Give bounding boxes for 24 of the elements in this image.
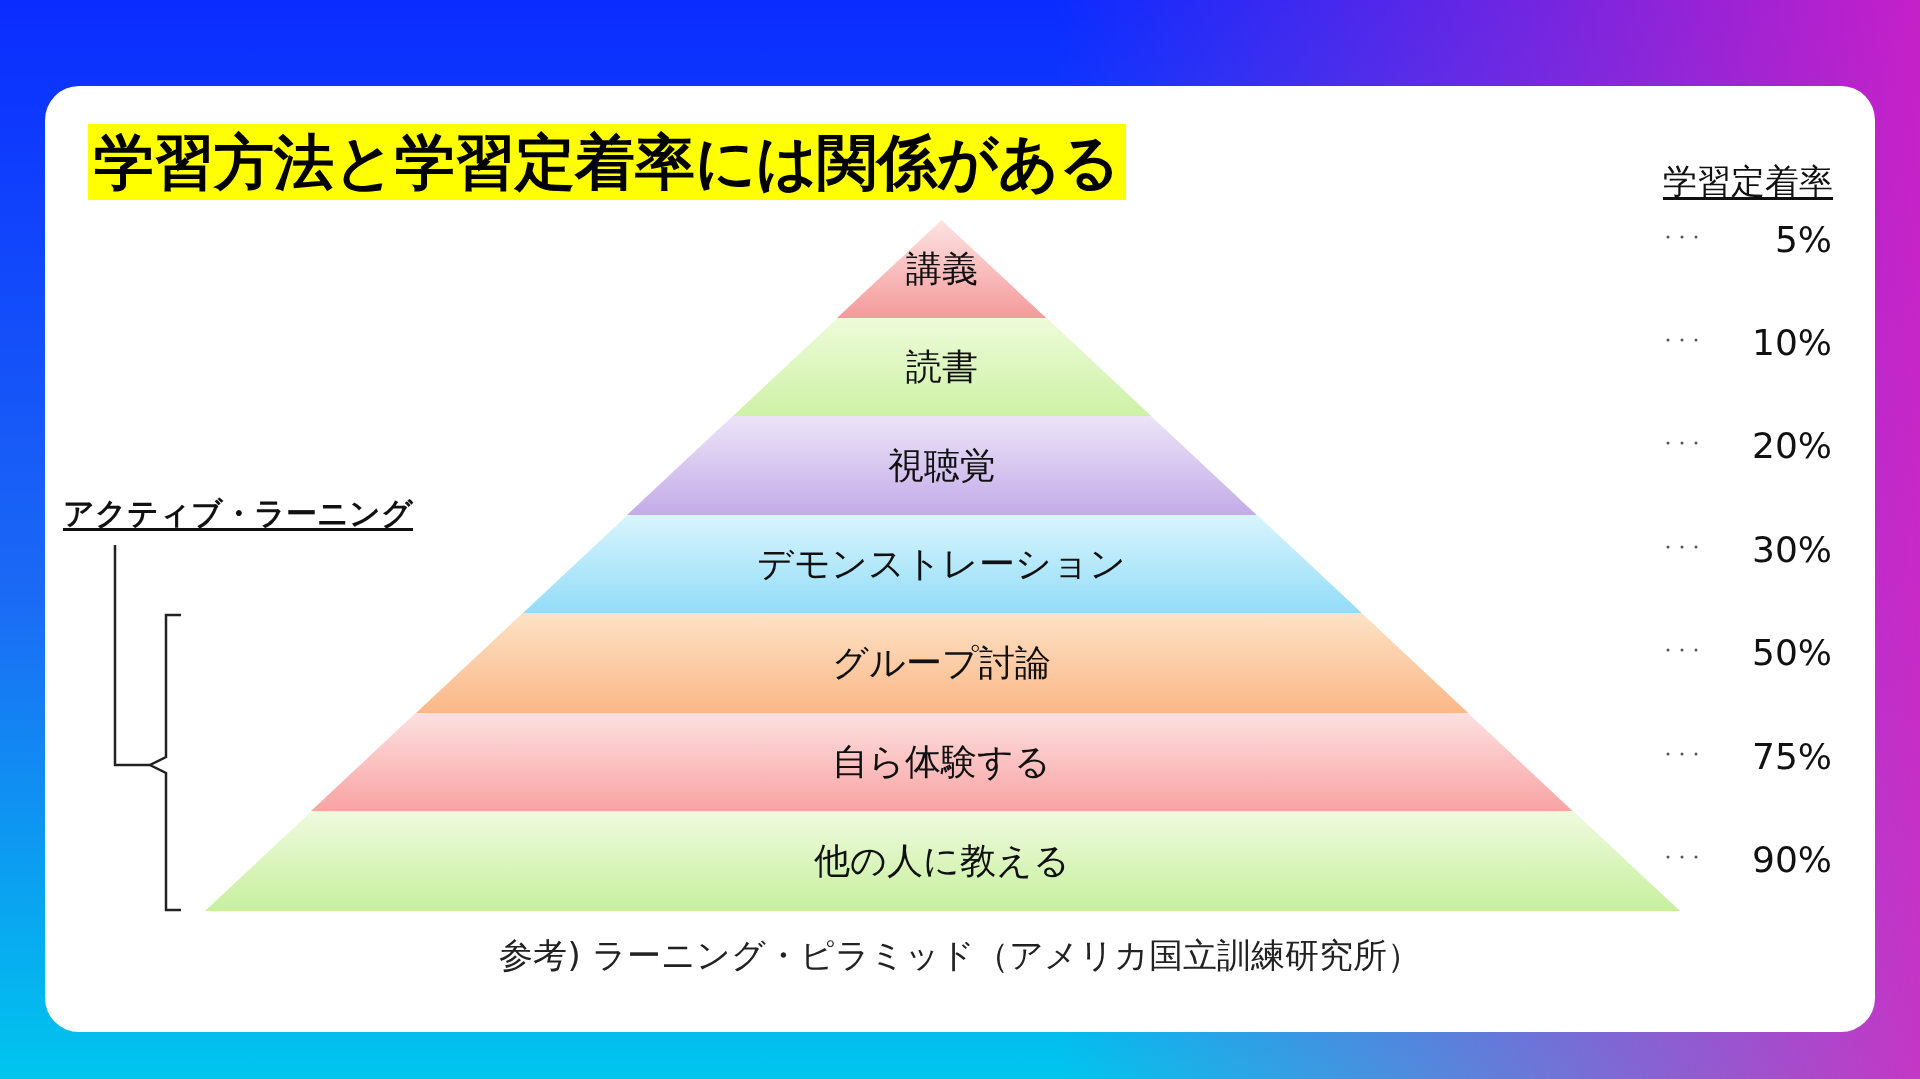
pyramid-layer <box>522 515 1362 613</box>
percentage-value: 5% <box>1774 218 1832 262</box>
layer-label: 読書 <box>906 345 978 389</box>
percentage-value: 75% <box>1752 735 1832 779</box>
percentage-value: 90% <box>1752 838 1832 882</box>
percentage-value: 30% <box>1752 528 1832 572</box>
layer-label: デモンストレーション <box>757 542 1127 586</box>
pyramid-layer <box>204 811 1680 911</box>
caption: 参考) ラーニング・ピラミッド（アメリカ国立訓練研究所） <box>499 934 1421 977</box>
column-heading: 学習定着率 <box>1663 160 1833 203</box>
layer-label: 視聴覚 <box>888 443 996 488</box>
pyramid-layer <box>837 220 1047 318</box>
title-highlight: 学習方法と学習定着率には関係がある <box>88 124 1126 200</box>
percentage-value: 10% <box>1752 321 1832 365</box>
bracket-label: アクティブ・ラーニング <box>63 494 413 533</box>
layer-label: 自ら体験する <box>832 740 1052 784</box>
percentage-value: 50% <box>1752 631 1832 675</box>
layer-label: 他の人に教える <box>814 839 1070 883</box>
layer-label: グループ討論 <box>832 641 1052 685</box>
percentage-value: 20% <box>1752 424 1832 468</box>
layer-label: 講義 <box>906 247 978 291</box>
pyramid-layer <box>627 416 1257 515</box>
pyramid-layer <box>311 713 1573 811</box>
pyramid-layer <box>415 613 1469 713</box>
